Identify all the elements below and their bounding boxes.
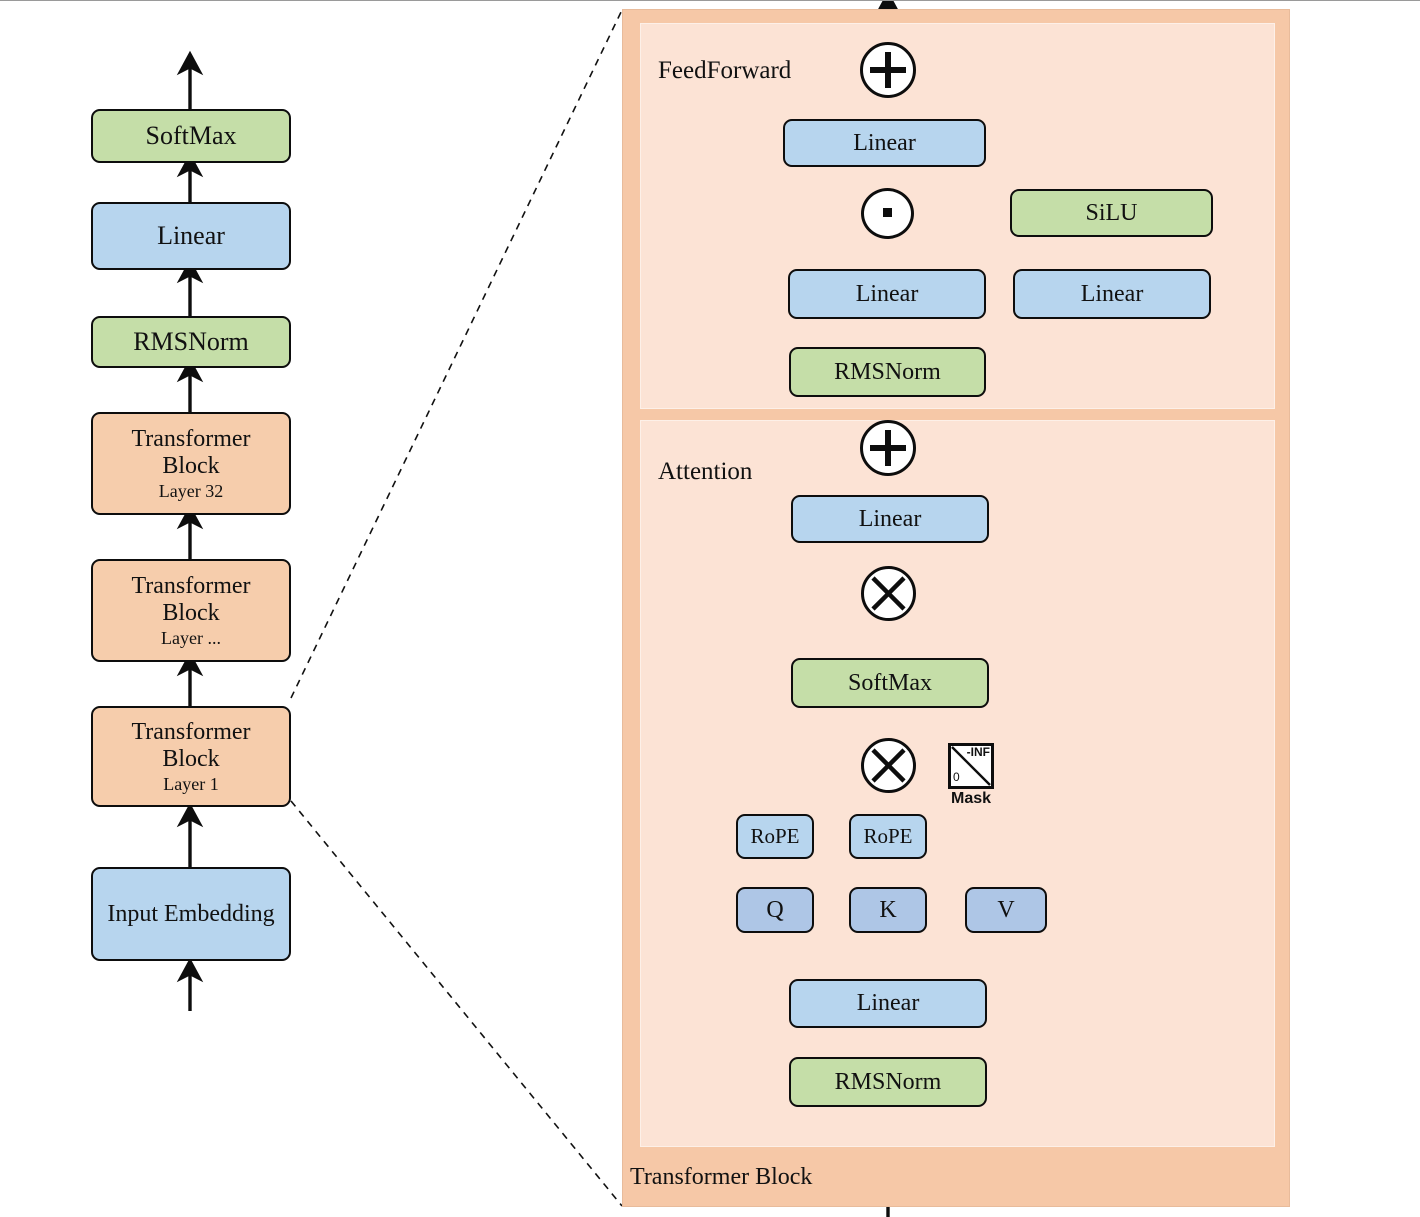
attention-qkv-linear-node[interactable]: Linear	[789, 979, 987, 1028]
stack-node-label: Transformer Block	[131, 719, 251, 772]
node-label: K	[879, 896, 897, 923]
mask-upper-value: -INF	[966, 745, 990, 759]
mask-lower-value: 0	[953, 770, 960, 784]
attention-query-node[interactable]: Q	[736, 887, 814, 933]
node-label: RoPE	[863, 823, 913, 848]
stack-node-label: RMSNorm	[133, 327, 249, 357]
attention-mask-icon: -INF 0	[948, 743, 994, 789]
stack-node-label: Linear	[157, 221, 225, 251]
attention-rope-q-node[interactable]: RoPE	[736, 814, 814, 859]
stack-node-label: Transformer Block	[131, 573, 251, 626]
ff-output-linear-node[interactable]: Linear	[783, 119, 986, 167]
stack-node-transformer-block-layer-32[interactable]: Transformer Block Layer 32	[91, 412, 291, 515]
node-label: Q	[766, 896, 784, 923]
node-label: RMSNorm	[834, 358, 941, 385]
node-label: Linear	[855, 280, 919, 307]
plus-operator-attention-icon	[860, 420, 916, 476]
ff-rmsnorm-node[interactable]: RMSNorm	[789, 347, 986, 397]
stack-node-linear[interactable]: Linear	[91, 202, 291, 270]
node-label: Linear	[1080, 280, 1144, 307]
stack-node-label: SoftMax	[145, 121, 237, 151]
node-label: RoPE	[750, 823, 800, 848]
stack-node-label: Transformer Block	[131, 426, 251, 479]
stack-node-sublabel: Layer 32	[158, 480, 224, 501]
attention-output-linear-node[interactable]: Linear	[791, 495, 989, 543]
attention-softmax-node[interactable]: SoftMax	[791, 658, 989, 708]
attention-rope-k-node[interactable]: RoPE	[849, 814, 927, 859]
node-label: Linear	[856, 990, 920, 1017]
cross-multiply-operator-scores-icon	[861, 738, 916, 793]
attention-panel-label: Attention	[658, 458, 753, 485]
stack-node-sublabel: Layer ...	[161, 627, 221, 648]
transformer-block-container-label: Transformer Block	[630, 1164, 813, 1190]
node-label: Linear	[858, 505, 922, 532]
stack-node-label: Input Embedding	[107, 900, 275, 927]
ff-gate-linear-node[interactable]: Linear	[788, 269, 986, 319]
stack-node-softmax[interactable]: SoftMax	[91, 109, 291, 163]
stack-node-transformer-block-layer-1[interactable]: Transformer Block Layer 1	[91, 706, 291, 807]
stack-node-input-embedding[interactable]: Input Embedding	[91, 867, 291, 961]
attention-rmsnorm-node[interactable]: RMSNorm	[789, 1057, 987, 1107]
ff-silu-node[interactable]: SiLU	[1010, 189, 1213, 237]
node-label: Linear	[853, 129, 916, 156]
cross-multiply-operator-context-icon	[861, 566, 916, 621]
dot-product-operator-icon	[861, 188, 914, 239]
node-label: SoftMax	[848, 669, 932, 696]
stack-node-sublabel: Layer 1	[163, 773, 219, 794]
node-label: V	[997, 896, 1015, 923]
plus-operator-feedforward-icon	[860, 42, 916, 98]
node-label: RMSNorm	[834, 1068, 942, 1095]
attention-mask-caption: Mask	[950, 790, 992, 807]
node-label: SiLU	[1085, 199, 1138, 226]
feedforward-panel-label: FeedForward	[658, 57, 792, 84]
attention-value-node[interactable]: V	[965, 887, 1047, 933]
ff-up-linear-node[interactable]: Linear	[1013, 269, 1211, 319]
stack-node-rmsnorm[interactable]: RMSNorm	[91, 316, 291, 368]
attention-key-node[interactable]: K	[849, 887, 927, 933]
stack-node-transformer-block-layer-middle[interactable]: Transformer Block Layer ...	[91, 559, 291, 662]
